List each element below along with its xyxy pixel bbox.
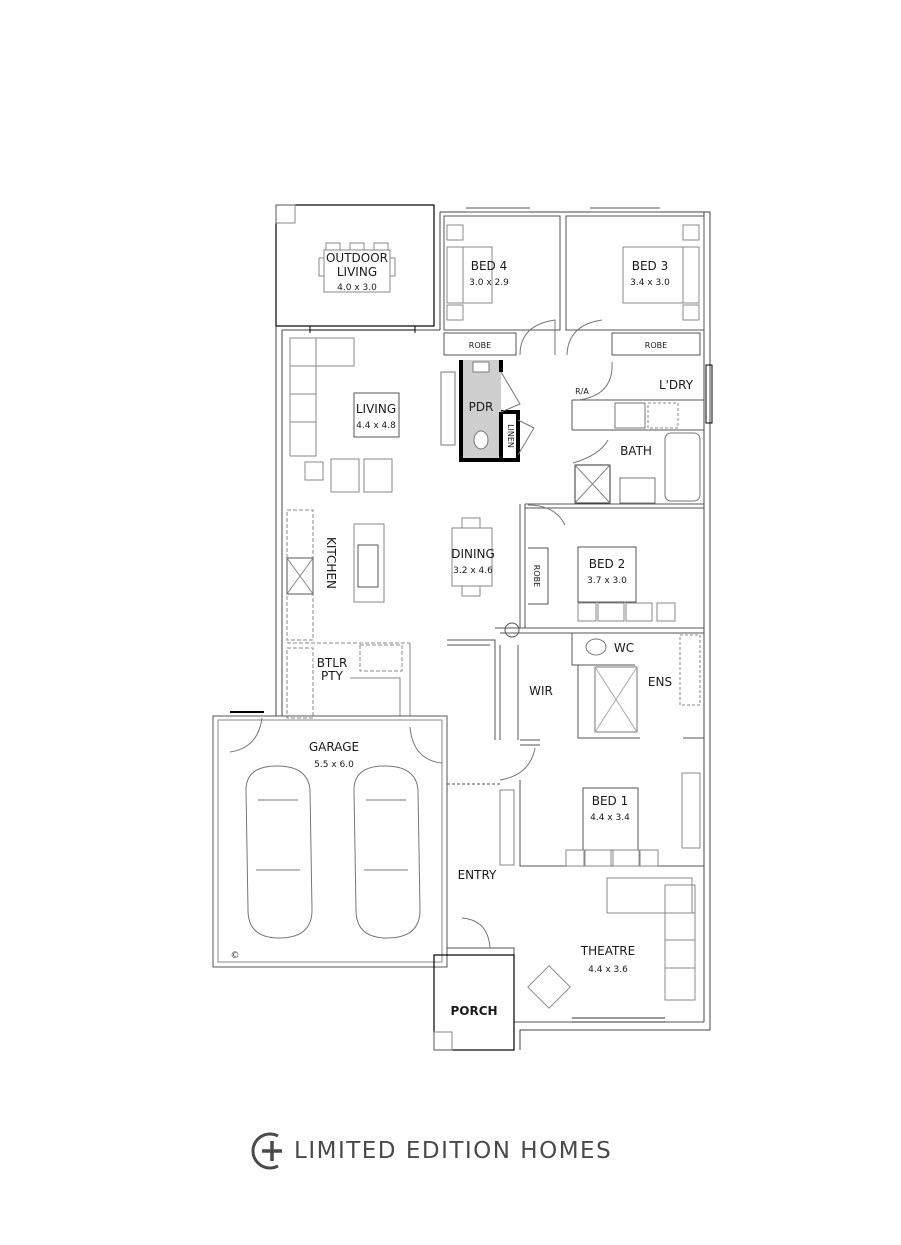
pdr-label: PDR [469,400,494,414]
bed1-furniture [499,772,701,867]
pdr-room [440,360,535,462]
dining-label: DINING [451,547,495,561]
outdoor-living-size: 4.0 x 3.0 [337,283,377,293]
bed4-robe-label: ROBE [469,341,491,350]
entry-label: ENTRY [458,868,497,882]
kitchen-label: KITCHEN [324,537,338,589]
bed3-robe-label: ROBE [645,341,667,350]
wir-label: WIR [529,684,553,698]
entry-theatre-porch [433,784,704,1051]
car-right [353,765,421,939]
car-left [245,765,313,939]
butlers-pantry-label-2: PTY [321,669,344,683]
dining-table [451,517,520,638]
porch-label: PORCH [450,1004,497,1018]
bed1-size: 4.4 x 3.4 [590,813,630,823]
bed1-label: BED 1 [592,794,629,808]
theatre-size: 4.4 x 3.6 [588,965,628,975]
butlers-pantry-label-1: BTLR [317,656,348,670]
bed2-size: 3.7 x 3.0 [587,576,627,586]
ensuite-wc [571,633,704,739]
outdoor-living-label-2: LIVING [337,265,377,279]
bed2-label: BED 2 [589,557,626,571]
wc-label: WC [614,641,634,655]
circle-plus-icon [251,1132,282,1170]
theatre-label: THEATRE [580,944,635,958]
living-size: 4.4 x 4.8 [356,421,396,431]
bed2-furniture [577,546,676,622]
linen-label: LINEN [506,424,515,448]
bed4-room [443,207,561,356]
room-labels: OUTDOOR LIVING 4.0 x 3.0 BED 4 3.0 x 2.9… [231,251,694,1018]
garage [212,711,448,968]
bed3-room [565,207,705,356]
bed2-robe-label: ROBE [532,565,541,587]
laundry-bath [571,361,713,504]
kitchen-area [286,509,411,719]
ra-label: R/A [575,387,589,396]
bath-label: BATH [620,444,652,458]
dining-size: 3.2 x 4.6 [453,566,493,576]
interior-walls [447,503,704,867]
copyright-symbol: © [231,951,240,961]
brand-logo: LIMITED EDITION HOMES [248,1128,612,1174]
bed3-size: 3.4 x 3.0 [630,278,670,288]
living-furniture [289,337,400,493]
bed4-size: 3.0 x 2.9 [469,278,509,288]
brand-name: LIMITED EDITION HOMES [294,1138,613,1164]
garage-size: 5.5 x 6.0 [314,760,354,770]
garage-label: GARAGE [309,740,359,754]
bed3-label: BED 3 [632,259,669,273]
ensuite-label: ENS [648,675,672,689]
living-label: LIVING [356,402,396,416]
outdoor-living-label-1: OUTDOOR [326,251,388,265]
bed4-label: BED 4 [471,259,508,273]
laundry-label: L'DRY [659,378,694,392]
